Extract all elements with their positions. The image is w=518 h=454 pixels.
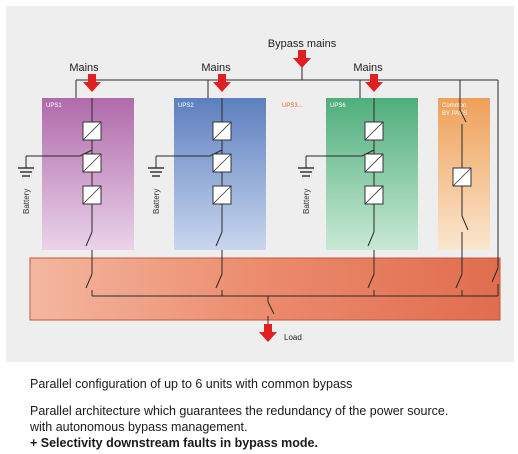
mains-arrow-ups2 [213,74,231,92]
caption-bypass-management: with autonomous bypass management. [30,420,248,434]
common-bypass-label-2: BY PASS [442,111,467,117]
ups1-label: UPS1 [46,103,62,109]
battery-label-ups1: Battery [22,189,31,214]
mains-label-ups2: Mains [201,62,231,74]
output-bus-panel [29,257,501,321]
load-arrow [259,324,277,342]
ups1-wiring [25,98,93,296]
arrows [83,50,383,342]
load-label: Load [284,333,302,342]
caption-redundancy: Parallel architecture which guarantees t… [30,404,449,418]
mains-label-ups6: Mains [353,62,383,74]
ups-ellipsis-label: UPS3... [282,103,303,109]
ups6-cabinet [326,98,418,250]
mains-label-ups1: Mains [69,62,99,74]
mains-arrow-ups1 [83,74,101,92]
parallel-ups-diagram: UPS1 UPS2 UPS6 UPS3... Common BY PASS [18,38,501,342]
ups6-label: UPS6 [330,103,346,109]
ups2-wiring [155,98,223,296]
ups2-label: UPS2 [178,103,194,109]
ups1-cabinet [42,98,134,250]
bypass-mains-label: Bypass mains [268,38,337,50]
ground-symbols [18,167,314,177]
caption-parallel-config: Parallel configuration of up to 6 units … [30,377,353,391]
bypass-wiring [75,64,499,258]
battery-label-ups2: Battery [152,189,161,214]
converter-symbols [82,121,472,205]
caption-selectivity: + Selectivity downstream faults in bypas… [30,436,318,450]
common-bypass-label-1: Common [442,103,466,109]
ups2-cabinet [174,98,266,250]
battery-label-ups6: Battery [302,189,311,214]
common-bypass-wiring [455,98,499,296]
bypass-mains-arrow [293,50,311,68]
ups6-wiring [305,98,375,296]
mains-arrow-ups6 [365,74,383,92]
diagram-panel: UPS1 UPS2 UPS6 UPS3... Common BY PASS [6,6,514,362]
